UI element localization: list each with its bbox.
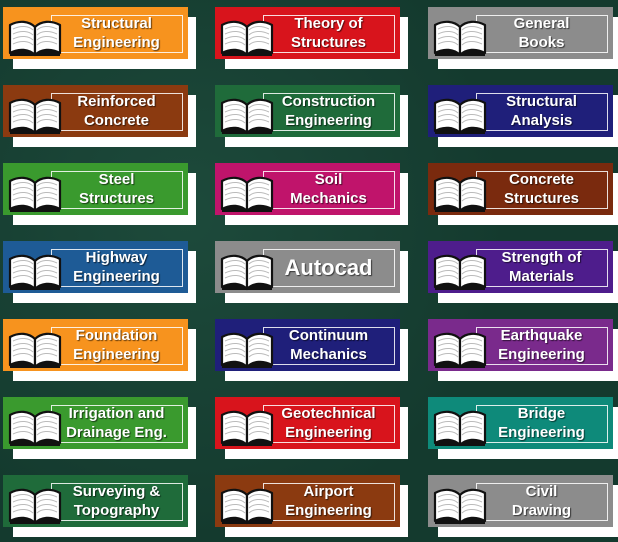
button-face: Geotechnical Engineering (215, 397, 400, 449)
category-label: Autocad (284, 254, 373, 280)
open-book-icon (8, 332, 62, 369)
open-book-icon (220, 254, 274, 291)
open-book-icon (433, 98, 487, 135)
button-face: Surveying & Topography (3, 475, 188, 527)
open-book-icon (433, 176, 487, 213)
open-book-icon (433, 20, 487, 57)
category-button-highway-engineering[interactable]: Highway Engineering (3, 241, 199, 303)
open-book-icon (220, 20, 274, 57)
open-book-icon (433, 254, 487, 291)
open-book-icon (8, 20, 62, 57)
category-button-steel-structures[interactable]: Steel Structures (3, 163, 199, 225)
category-button-continuum-mechanics[interactable]: Continuum Mechanics (215, 319, 411, 381)
category-label: Steel Structures (78, 171, 155, 207)
category-button-civil-drawing[interactable]: Civil Drawing (428, 475, 618, 537)
category-button-structural-analysis[interactable]: Structural Analysis (428, 85, 618, 147)
category-label: General Books (513, 15, 570, 51)
category-label: Bridge Engineering (498, 405, 585, 441)
category-label: Earthquake Engineering (498, 327, 585, 363)
open-book-icon (433, 410, 487, 447)
open-book-icon (220, 176, 274, 213)
category-button-airport-engineering[interactable]: Airport Engineering (215, 475, 411, 537)
category-label: Airport Engineering (285, 483, 372, 519)
open-book-icon (220, 488, 274, 525)
category-label: Soil Mechanics (290, 171, 367, 207)
category-button-soil-mechanics[interactable]: Soil Mechanics (215, 163, 411, 225)
category-button-irrigation-and-drainage-eng[interactable]: Irrigation and Drainage Eng. (3, 397, 199, 459)
category-label: Concrete Structures (503, 171, 580, 207)
category-button-foundation-engineering[interactable]: Foundation Engineering (3, 319, 199, 381)
category-button-construction-engineering[interactable]: Construction Engineering (215, 85, 411, 147)
category-button-structural-engineering[interactable]: Structural Engineering (3, 7, 199, 69)
category-button-concrete-structures[interactable]: Concrete Structures (428, 163, 618, 225)
category-button-bridge-engineering[interactable]: Bridge Engineering (428, 397, 618, 459)
button-face: Airport Engineering (215, 475, 400, 527)
category-button-geotechnical-engineering[interactable]: Geotechnical Engineering (215, 397, 411, 459)
category-button-earthquake-engineering[interactable]: Earthquake Engineering (428, 319, 618, 381)
open-book-icon (220, 410, 274, 447)
category-button-reinforced-concrete[interactable]: Reinforced Concrete (3, 85, 199, 147)
category-label: Irrigation and Drainage Eng. (66, 405, 167, 441)
category-label: Structural Engineering (73, 15, 160, 51)
category-label: Strength of Materials (501, 249, 582, 285)
category-label: Geotechnical Engineering (281, 405, 376, 441)
open-book-icon (8, 98, 62, 135)
category-button-general-books[interactable]: General Books (428, 7, 618, 69)
category-label: Structural Analysis (506, 93, 577, 129)
category-label: Foundation Engineering (73, 327, 160, 363)
category-label: Surveying & Topography (72, 483, 161, 519)
button-face: Theory of Structures (215, 7, 400, 59)
open-book-icon (220, 332, 274, 369)
category-button-strength-of-materials[interactable]: Strength of Materials (428, 241, 618, 303)
open-book-icon (8, 488, 62, 525)
category-button-autocad[interactable]: Autocad (215, 241, 411, 303)
category-label: Reinforced Concrete (77, 93, 156, 129)
category-button-surveying-topography[interactable]: Surveying & Topography (3, 475, 199, 537)
open-book-icon (8, 410, 62, 447)
open-book-icon (220, 98, 274, 135)
category-label: Civil Drawing (511, 483, 572, 519)
category-button-theory-of-structures[interactable]: Theory of Structures (215, 7, 411, 69)
open-book-icon (8, 254, 62, 291)
open-book-icon (8, 176, 62, 213)
open-book-icon (433, 332, 487, 369)
category-label: Theory of Structures (290, 15, 367, 51)
open-book-icon (433, 488, 487, 525)
category-label: Construction Engineering (281, 93, 376, 129)
category-label: Continuum Mechanics (288, 327, 369, 363)
category-label: Highway Engineering (73, 249, 160, 285)
